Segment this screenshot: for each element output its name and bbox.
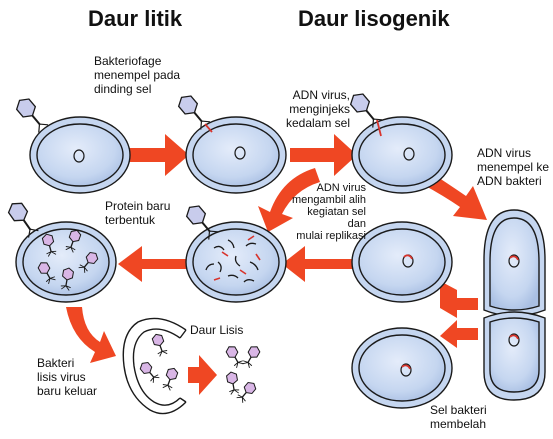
viral-dna-strand	[213, 235, 261, 281]
label-release: Bakteri lisis virus baru keluar	[37, 356, 98, 398]
label-lysis: Daur Lisis	[190, 323, 244, 337]
protein-fragments	[205, 239, 259, 283]
arrow-to-integration	[422, 172, 487, 220]
bacterial-dna	[508, 333, 520, 347]
title-lysogenic: Daur lisogenik	[298, 6, 450, 31]
cell-dividing	[483, 209, 546, 401]
ruptured-membrane	[122, 317, 187, 415]
title-lytic: Daur litik	[88, 6, 183, 31]
arrow-inject-to-lysogenic	[290, 134, 357, 176]
arrow-protein-to-assembly	[118, 246, 188, 282]
cell-protein	[182, 201, 287, 303]
viral-dna-strand	[401, 364, 411, 370]
arrow-divide-up	[440, 281, 478, 318]
label-takeover: ADN virus mengambil alih kegiatan sel da…	[292, 182, 366, 242]
label-dna-attach: ADN virus menempel ke ADN bakteri	[477, 146, 550, 188]
label-phage-attach: Bakteriofage menempel pada dinding sel	[94, 54, 181, 96]
arrow-assembly-to-release	[66, 307, 116, 363]
viral-dna-strand	[509, 255, 519, 261]
new-phage-icon	[235, 379, 259, 405]
bacterial-dna	[73, 149, 85, 163]
viral-dna-strand	[204, 123, 213, 133]
cell-inject	[174, 91, 287, 194]
bacterial-dna	[400, 363, 412, 377]
bacterial-dna	[234, 146, 246, 160]
label-dna-inject: ADN virus, menginjeks kedalam sel	[285, 88, 350, 130]
cell-lysed	[122, 317, 262, 415]
arrow-divide-down	[440, 320, 478, 348]
bacterial-dna	[403, 147, 415, 161]
new-phage-icon	[224, 343, 245, 370]
new-phage-icon	[225, 370, 241, 396]
new-phage-icon	[241, 343, 262, 370]
label-new-protein: Protein baru terbentuk	[105, 199, 171, 227]
cell-assembly	[4, 198, 117, 303]
arrow-inject-to-replication	[258, 168, 320, 232]
arrow-replication-to-protein	[282, 246, 355, 282]
viral-dna-strand	[403, 254, 413, 260]
viral-dna-strand	[509, 334, 519, 340]
process-arrows	[66, 134, 487, 395]
cell-lysogenic-inject	[346, 89, 453, 194]
new-phage-icon	[150, 332, 169, 358]
cell-replication	[351, 221, 453, 303]
cell-divided-bottom	[351, 327, 453, 409]
arrow-attach-to-inject	[120, 134, 189, 176]
new-phage-icon	[137, 359, 161, 385]
cell-attach	[12, 94, 131, 194]
viral-dna-strand	[376, 119, 382, 137]
bacterial-dna	[508, 254, 520, 268]
new-phage-icon	[161, 366, 180, 392]
label-divide: Sel bakteri membelah	[430, 403, 487, 431]
arrow-lysis-release	[188, 355, 217, 395]
